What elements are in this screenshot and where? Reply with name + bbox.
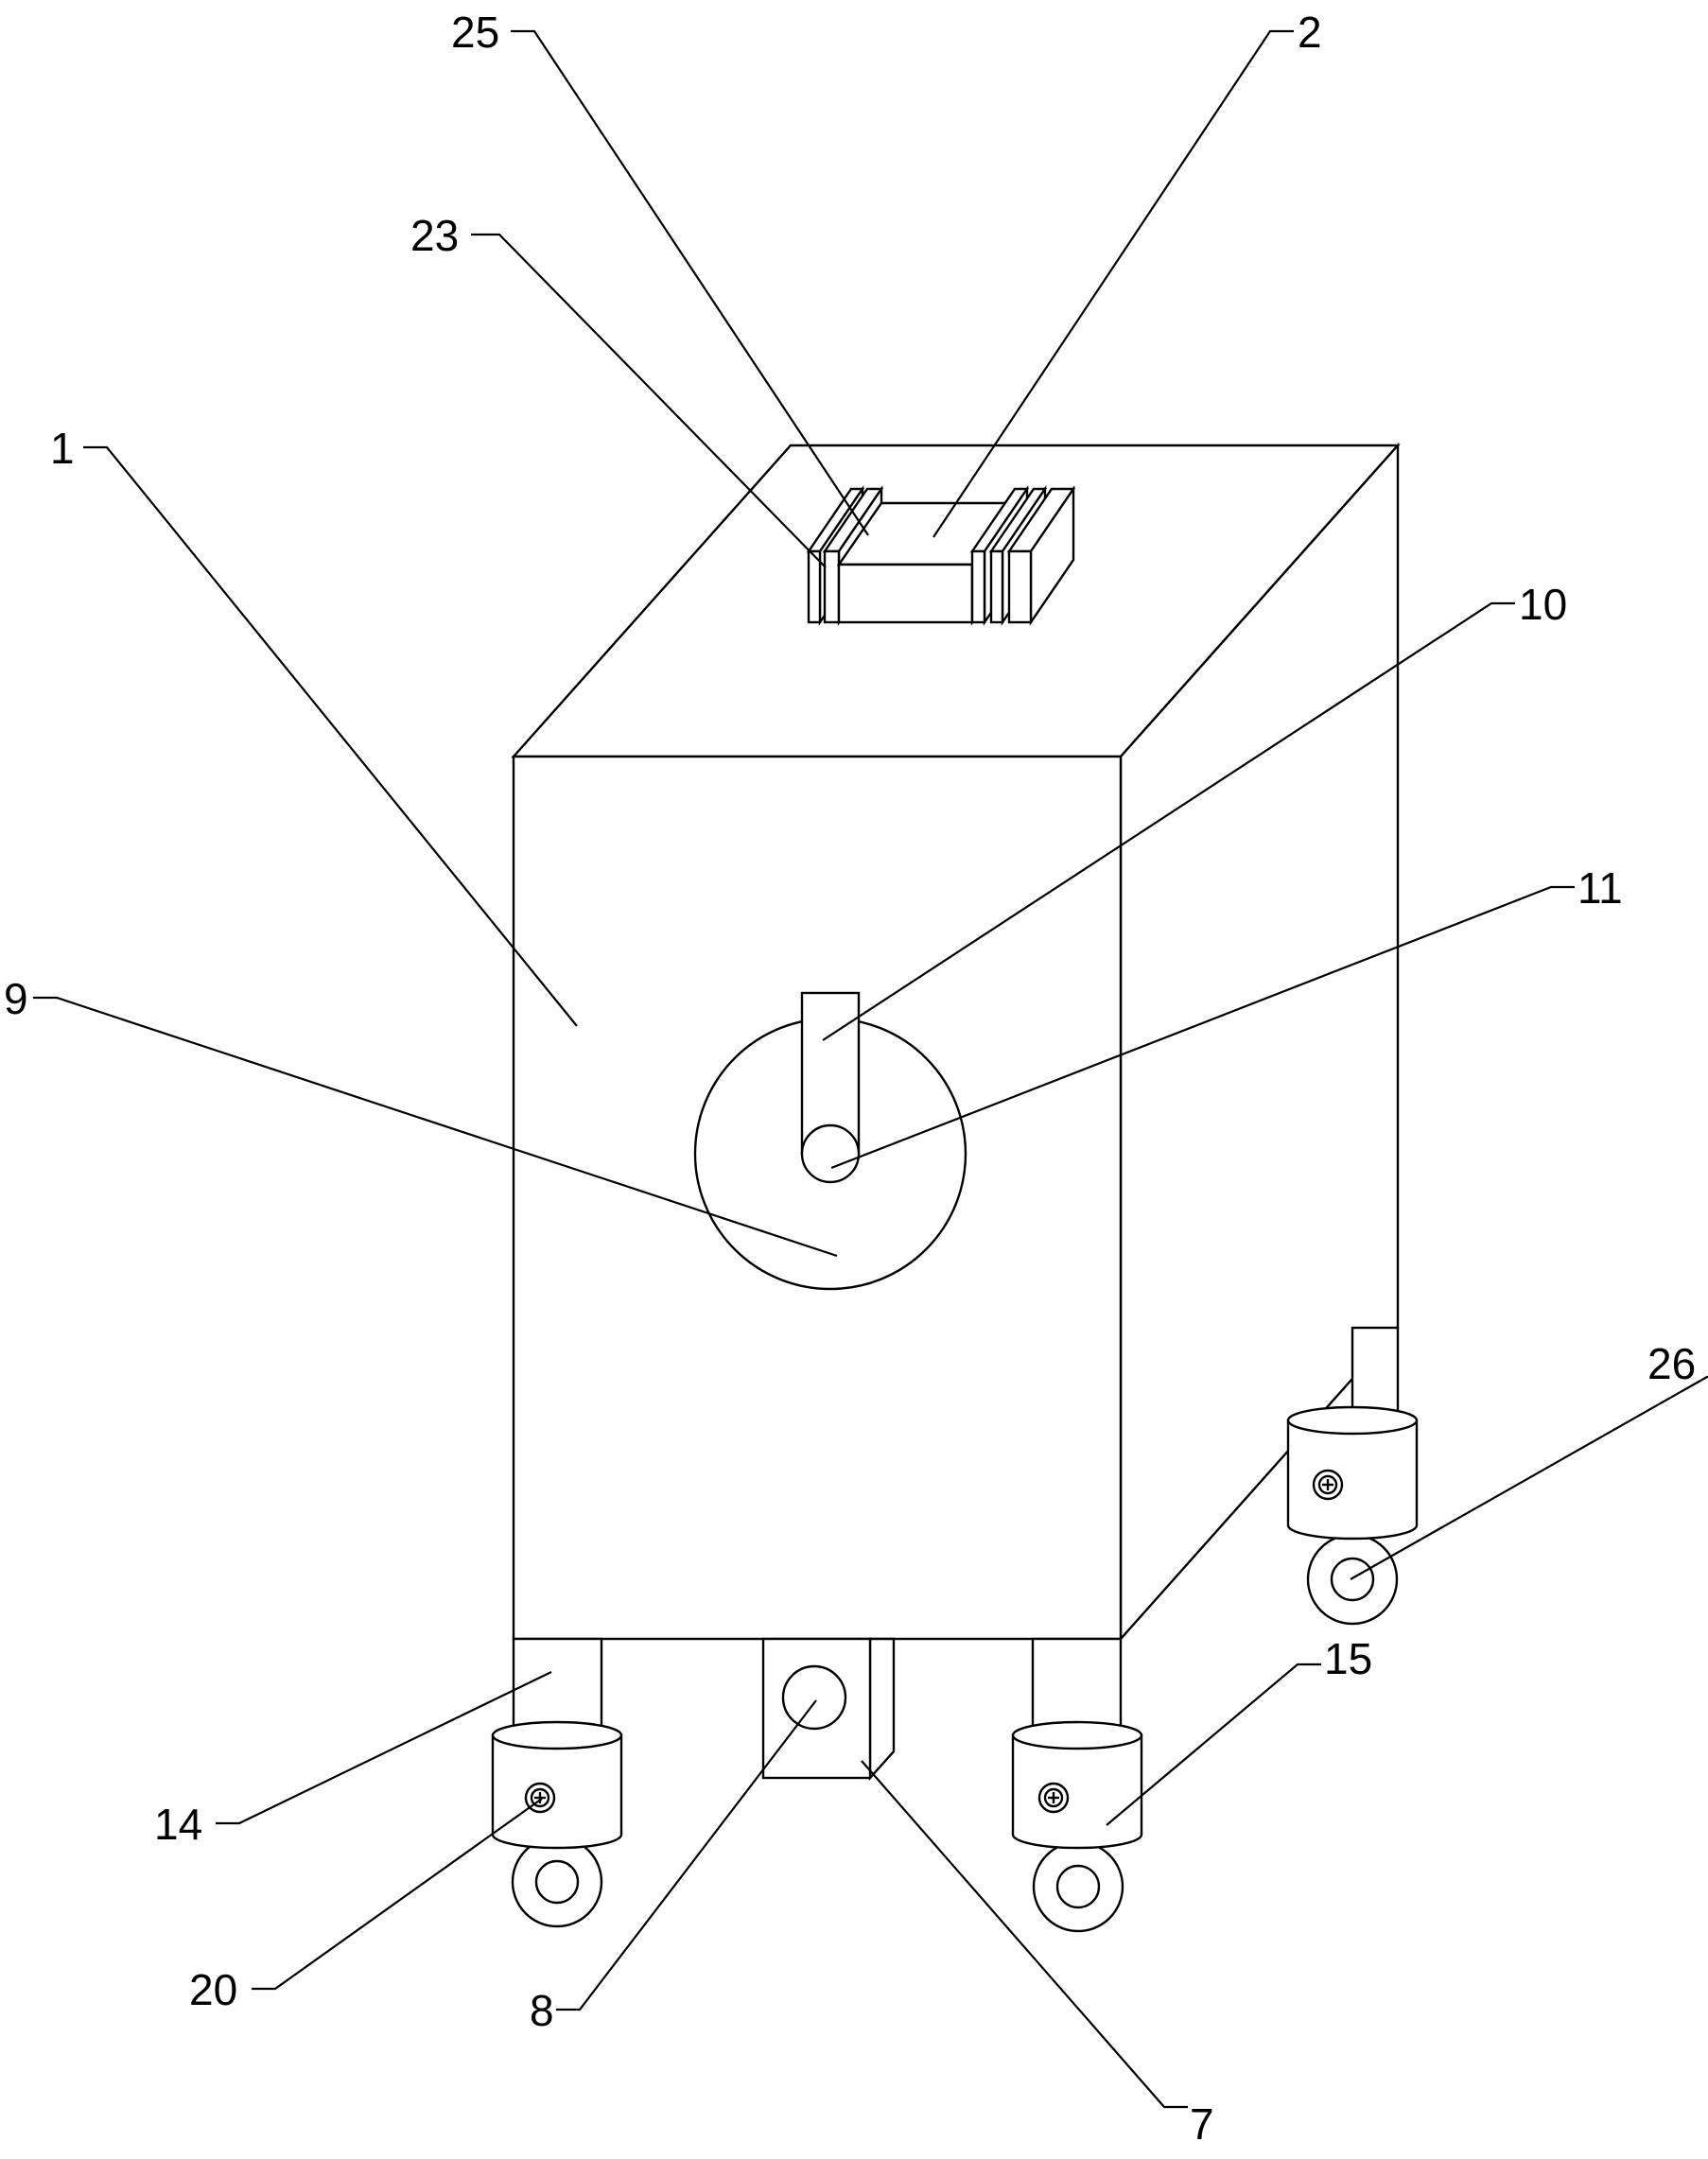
label-20: 20 [189, 1965, 237, 2014]
right-block-front [1007, 549, 1033, 624]
label-1: 1 [50, 424, 75, 473]
leader-2 [932, 29, 1294, 538]
label-8: 8 [530, 1986, 554, 2035]
top-handle-assembly [806, 485, 1076, 626]
label-7: 7 [1190, 2099, 1214, 2149]
label-11: 11 [1577, 863, 1623, 913]
left-plate-outer-front [807, 549, 822, 624]
rear-sleeve-body [1286, 1419, 1419, 1541]
leader-lines [33, 29, 1708, 2109]
leader-25 [511, 29, 869, 536]
front-left-sleeve-body [491, 1733, 623, 1850]
label-26: 26 [1647, 1339, 1696, 1388]
label-25: 25 [451, 8, 499, 57]
leader-26 [1350, 1375, 1708, 1580]
front-left-caster [491, 1637, 623, 1928]
leader-8 [556, 1699, 817, 2011]
leader-20 [252, 1798, 543, 1991]
label-2: 2 [1298, 8, 1322, 57]
front-right-sleeve-body [1011, 1733, 1143, 1850]
outlet-block [761, 1637, 896, 1782]
label-10: 10 [1519, 580, 1567, 629]
front-left-sleeve-top [491, 1720, 623, 1750]
leader-14 [216, 1671, 552, 1825]
right-plate-mid-front [989, 549, 1004, 624]
rotary-assembly [693, 991, 967, 1291]
front-right-sleeve-top [1011, 1720, 1143, 1750]
cabinet-body [511, 442, 1401, 1643]
front-right-caster [1011, 1637, 1143, 1933]
rear-sleeve-top [1286, 1405, 1419, 1436]
leader-9 [33, 996, 838, 1258]
outlet-block-side [868, 1637, 896, 1782]
label-9: 9 [4, 974, 28, 1023]
front-right-wheel-inner [1055, 1864, 1101, 1909]
front-right-locking-screw [1037, 1782, 1070, 1814]
leader-1 [83, 445, 578, 1027]
outlet-port [781, 1664, 847, 1731]
knob-hub [800, 1123, 861, 1184]
leader-10 [822, 601, 1515, 1041]
label-15: 15 [1324, 1634, 1372, 1683]
label-14: 14 [154, 1800, 202, 1849]
reference-numerals: 25 2 23 1 10 11 9 26 15 14 20 8 7 [4, 8, 1696, 2149]
left-plate-inner-front [823, 549, 841, 624]
leader-23 [471, 233, 827, 568]
label-23: 23 [410, 211, 459, 260]
leader-15 [1106, 1663, 1321, 1826]
leader-7 [861, 1760, 1188, 2109]
handle-bar-front [837, 563, 974, 624]
right-plate-inner-front [970, 549, 986, 624]
rear-locking-screw [1312, 1469, 1344, 1501]
front-left-wheel-inner [534, 1859, 580, 1905]
leader-11 [830, 885, 1575, 1170]
